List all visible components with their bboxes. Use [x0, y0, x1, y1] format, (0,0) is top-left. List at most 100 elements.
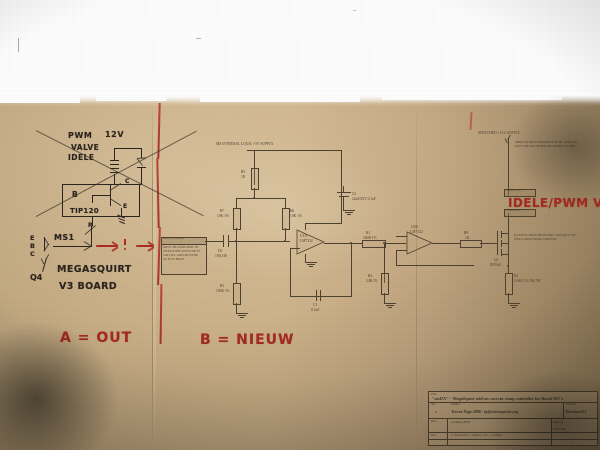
hand-label-q4: Q4: [30, 273, 43, 282]
dust-speck-1: [18, 38, 19, 52]
label-u1a-ref: U1A: [300, 234, 308, 238]
sketch-ms1-wire: [53, 246, 91, 248]
r7-top-lead: [236, 198, 237, 208]
sketch-coil-left-lead: [114, 148, 116, 160]
tb-size-key: Size: [431, 403, 436, 406]
label-ms-isv-idle: MS ISV (IDLE): [163, 236, 184, 240]
label-r6-ref: R6: [290, 209, 295, 213]
c1-feedback-riser: [351, 243, 352, 297]
label-r5-ref: R5: [241, 170, 246, 174]
u1a-feedback-run: [290, 296, 322, 297]
u1b-feedback-run: [396, 265, 474, 266]
r3-bottom-lead: [236, 303, 237, 313]
label-r4-ref: R4: [368, 274, 373, 278]
label-r3-ref: R3: [220, 284, 225, 288]
u1b-output-wire: [432, 243, 460, 244]
u1a-vcc-link: [305, 223, 342, 224]
q1-gate-bar: [497, 231, 498, 255]
label-r8-ref: R8: [464, 231, 469, 235]
red-dot-mark: [124, 248, 126, 250]
resistor-r4: [381, 273, 389, 295]
r6-bottom-lead: [285, 228, 286, 240]
supply-to-c2: [341, 150, 342, 186]
note-input-assignment: MUST BE ASSIGNED TO PWM WITH GIVEN DUTY …: [163, 245, 201, 261]
u1a-vee-pin: [305, 254, 306, 262]
d1-bar: [223, 235, 224, 247]
tb-size: A: [435, 410, 438, 414]
label-q1-ref: Q1: [494, 258, 499, 262]
q1-body-rail: [508, 233, 509, 255]
sketch-box-right: [139, 184, 141, 216]
divider-rail: [236, 198, 286, 199]
r4-to-u1b: [384, 243, 406, 244]
hand-label-emitter: E: [123, 203, 128, 210]
label-5v-supply: MS INTERNAL LOGIC +5V SUPPLY: [216, 142, 274, 146]
hand-label-pin-b: B: [30, 242, 35, 250]
note-heatsink: Q1 MUST HAVE HEATSINK, TAB MUST BE INSUL…: [514, 233, 576, 241]
label-q1-value: IRF3x0: [490, 263, 502, 267]
hand-label-pwm: PWM: [68, 131, 93, 140]
c2-top-lead: [343, 186, 344, 193]
label-c2-value: 22uF/25V 0.1uF: [352, 197, 376, 201]
r4-bottom-lead: [384, 293, 385, 303]
sketch-npn-bar: [110, 184, 112, 206]
u1a-minus-lead: [290, 248, 300, 249]
r3-top-lead: [236, 241, 237, 283]
r8-to-gate: [480, 243, 497, 244]
sketch-npn-base-drop: [92, 195, 94, 203]
input-wire: [205, 241, 223, 242]
label-r7-ref: R7: [220, 209, 225, 213]
resistor-r2: [505, 273, 513, 295]
u1b-plus-lead: [396, 236, 407, 237]
tb-file-key: File:: [431, 434, 437, 437]
dust-speck-2: [196, 38, 201, 39]
resistor-r5: [251, 168, 259, 190]
sketch-diode-lead-bottom: [141, 167, 143, 184]
sketch-top-rail: [114, 148, 142, 150]
sketch-coil-turn-2: [110, 164, 119, 166]
sketch-ms1-riser: [91, 227, 93, 247]
c1-right-run: [321, 296, 352, 297]
label-c1-ref: C1: [313, 303, 318, 307]
c2-bottom-lead: [343, 197, 344, 210]
u1b-feedback-drop: [396, 250, 397, 266]
resistor-r6: [282, 208, 290, 230]
label-r7-value: 10K 1%: [217, 214, 229, 218]
hand-label-v3-board: V3 BOARD: [59, 281, 118, 292]
d1-to-opamp-in: [228, 241, 290, 242]
label-r8-value: 1K: [465, 236, 470, 240]
shadow-bottom-right: [440, 340, 600, 450]
hand-label-tip120: TIP120: [70, 207, 99, 215]
label-r3-value: 100K 1%: [216, 289, 230, 293]
u1b-minus-lead: [396, 250, 407, 251]
sketch-npn-base-lead: [92, 195, 110, 197]
sketch-box-top: [62, 184, 140, 186]
r6-top-lead: [285, 198, 286, 208]
label-r1-value: 560R 1%: [363, 236, 377, 240]
label-r1-ref: R1: [366, 231, 371, 235]
sketch-diode-lead-top: [141, 148, 143, 158]
label-r4-value: 24R 1%: [366, 279, 378, 283]
label-u1b-ref: U1B: [411, 225, 418, 229]
label-r5-value: 1K: [241, 175, 246, 179]
red-tick-mark: [124, 239, 126, 245]
hand-label-12v: 12V: [105, 130, 125, 139]
label-r2-ref: R2: [514, 274, 519, 278]
opamp-u1b: [406, 231, 434, 255]
label-d1-ref: D1: [218, 249, 223, 253]
hand-label-ms1: MS1: [54, 233, 75, 242]
label-u1a-value: LM7332: [300, 239, 313, 243]
caption-new: B = NIEUW: [200, 332, 295, 348]
top-band-grain: [0, 0, 600, 100]
hand-label-pin-e: E: [30, 234, 35, 242]
r7-bottom-lead: [236, 228, 237, 240]
u1a-vcc-pin: [305, 223, 306, 230]
r2-bottom-lead: [508, 293, 509, 303]
node-sense: [507, 265, 509, 267]
r2-top-lead: [508, 255, 509, 273]
resistor-r7: [233, 208, 241, 230]
resistor-r8: [460, 240, 482, 248]
label-r2-value: 0.68R 1% 3W/5W: [514, 279, 541, 283]
resistor-r1: [362, 240, 386, 248]
